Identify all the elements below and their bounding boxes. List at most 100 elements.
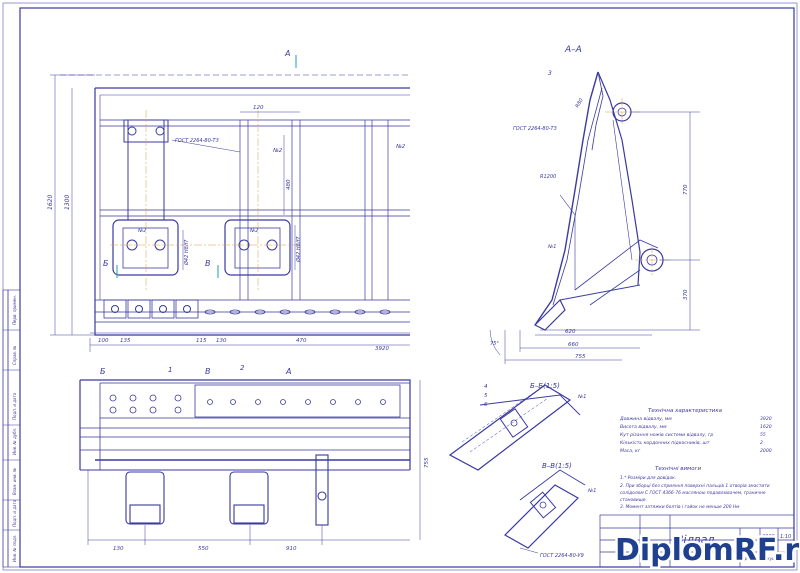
callout-gost-1: ГОСТ 2264-80-Т3	[175, 138, 219, 144]
title-mass: 2000	[762, 534, 775, 540]
spec-row-3-label: Кількість кордонних підкосників, шт	[620, 440, 710, 446]
dim-480: 480	[286, 179, 292, 190]
spec-row-0-value: 3920	[760, 416, 772, 422]
strip-label-6: Подп. и дата	[12, 499, 17, 527]
front-view-axes	[110, 110, 300, 290]
section-aa-dims	[489, 111, 700, 364]
dim-1620: 1620	[47, 195, 54, 210]
notes-line-4: 3. Момент затяжки болтів і гайок не менш…	[620, 504, 740, 510]
dim-plan-910: 910	[286, 546, 297, 552]
drawing-title: Відвал	[676, 533, 714, 546]
section-aa-title: А–А	[564, 45, 582, 55]
left-strip-labels: Перв. примен. Справ. № Подп. и дата Инв.…	[12, 295, 17, 562]
callout-part-1c: №1	[587, 488, 596, 494]
dim-3920: 3920	[375, 346, 389, 352]
dim-aa-620: 620	[565, 329, 576, 335]
cut-b-front: Б	[103, 259, 109, 268]
callout-part-2d: №2	[249, 228, 258, 234]
cut-a-plan: А	[285, 367, 291, 376]
dim-130: 130	[216, 338, 227, 344]
cut-b-plan: Б	[100, 367, 106, 376]
plan-dims	[87, 380, 421, 545]
title-sheet: Аркуш	[741, 556, 756, 561]
notes-block: Технічні вимоги 1.* Розміри для довідок.…	[620, 466, 770, 510]
dim-135: 135	[120, 338, 131, 344]
title-block	[599, 514, 795, 568]
notes-heading: Технічні вимоги	[655, 466, 701, 472]
plan-labels: Б В А 1 2 130 550 910 755	[100, 364, 430, 552]
watermark: DiplomRF.ru	[615, 533, 800, 568]
section-aa-axes	[605, 98, 670, 275]
notes-line-1: 2. При зборці без сприяння поверхні паль…	[620, 483, 770, 489]
dim-plan-550: 550	[198, 546, 209, 552]
callout-part-1: №1	[547, 244, 556, 250]
title-sheets: Аркушів 1	[761, 556, 783, 561]
section-vv	[504, 469, 586, 549]
dim-aa-r80: R80	[575, 97, 585, 109]
callout-part-1b: №1	[577, 394, 586, 400]
dim-470: 470	[296, 338, 307, 344]
left-strip	[2, 289, 21, 568]
front-dim-labels: 1620 1300 120 480 Ø42 H8/f7 Ø42 H8/f7 10…	[47, 105, 389, 352]
spec-row-1-label: Висота відвалу, мм	[620, 424, 667, 430]
dim-115: 115	[196, 338, 207, 344]
position-3: 3	[548, 70, 552, 77]
callout-part-2a: №2	[272, 148, 283, 154]
notes-line-3: становище.	[620, 498, 647, 503]
dim-aa-770: 770	[683, 184, 689, 195]
section-aa	[533, 71, 664, 331]
title-block-text: Відвал 2000 1:10 Аркуш Аркушів 1	[676, 533, 791, 561]
dim-aa-755: 755	[575, 354, 586, 360]
inner-frame	[19, 7, 795, 568]
callout-gost-2: ГОСТ 2264-80-Т3	[513, 126, 557, 132]
dim-1300: 1300	[64, 195, 71, 210]
dim-hole-a: Ø42 H8/f7	[183, 239, 190, 266]
position-6: 6	[484, 402, 488, 408]
callout-part-2b: №2	[395, 144, 406, 150]
section-aa-labels: А–А 3 ГОСТ 2264-80-Т3 R80 R1200 №1 770 3…	[490, 45, 689, 360]
front-callouts: ГОСТ 2264-80-Т3 №2 №2 №2 №2	[137, 138, 406, 234]
section-bb	[448, 384, 581, 471]
notes-line-0: 1.* Розміри для довідок.	[620, 475, 676, 481]
spec-row-1-value: 1620	[760, 424, 772, 430]
position-5: 5	[484, 393, 488, 399]
watermark-halo: DiplomRF.ru	[615, 533, 800, 568]
callout-gost-3: ГОСТ 2264-80-У9	[540, 553, 584, 559]
cut-a-top: А	[284, 49, 290, 58]
front-dims	[50, 74, 410, 352]
section-bb-title: Б–Б(1:5)	[530, 382, 560, 390]
dim-aa-r1200: R1200	[540, 174, 556, 180]
callout-part-2c: №2	[137, 228, 146, 234]
strip-label-5: Взам. инв. №	[12, 468, 17, 495]
spec-row-2-value: 55	[760, 432, 766, 438]
dim-100: 100	[98, 338, 109, 344]
notes-line-2: солідолом С ГОСТ 4366-76 масляною подавл…	[620, 490, 766, 496]
dim-plan-755: 755	[424, 457, 430, 468]
cut-v-plan: В	[205, 367, 211, 376]
cut-v-front: В	[205, 259, 211, 268]
section-vv-title: В–В(1:5)	[542, 462, 572, 470]
spec-row-4-value: 2000	[760, 448, 772, 454]
dim-aa-370: 370	[683, 289, 689, 300]
dim-aa-660: 660	[568, 342, 579, 348]
dim-120: 120	[253, 105, 264, 111]
spec-row-0-label: Довжина відвалу, мм	[619, 416, 672, 422]
strip-label-3: Подп. и дата	[12, 392, 17, 420]
dim-plan-130: 130	[113, 546, 124, 552]
strip-label-4: Инв. № дубл.	[12, 428, 17, 455]
position-1: 1	[168, 366, 172, 374]
position-4: 4	[484, 384, 488, 390]
plan-view	[79, 379, 411, 526]
dim-hole-b: Ø42 H8/f7	[295, 236, 302, 263]
spec-row-2-label: Кут різання ножів системи відвалу, гр	[620, 432, 713, 438]
spec-row-3-value: 2	[760, 440, 763, 446]
strip-label-2: Справ. №	[12, 346, 17, 365]
strip-label-1: Перв. примен.	[12, 295, 17, 325]
section-bb-labels: Б–Б(1:5) 4 5 6 №1	[484, 382, 586, 408]
section-vv-labels: В–В(1:5) №1 ГОСТ 2264-80-У9	[519, 462, 596, 559]
spec-heading: Технічна характеристика	[648, 408, 723, 414]
spec-row-4-label: Маса, кг	[620, 448, 641, 454]
dim-aa-angle: 75°	[490, 341, 499, 347]
